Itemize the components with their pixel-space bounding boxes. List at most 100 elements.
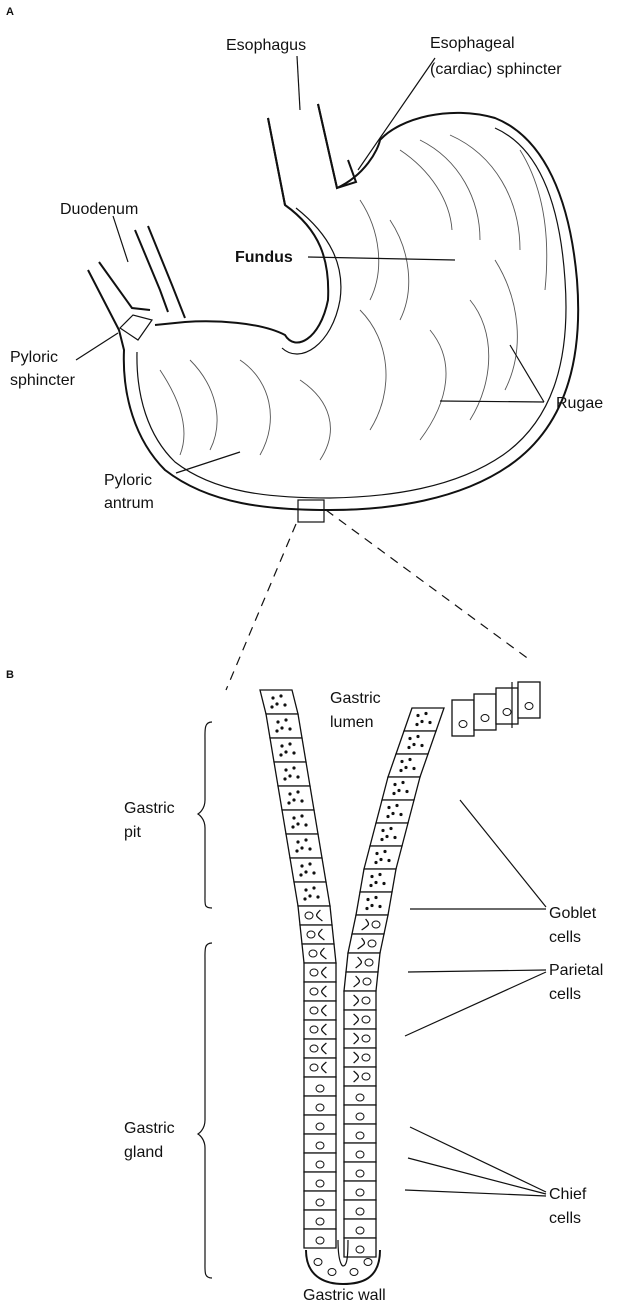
label-parietal-cells-line2: cells: [549, 986, 581, 1003]
mucus-granule: [288, 742, 291, 745]
mucus-granule: [308, 894, 311, 897]
mucus-granule: [405, 790, 408, 793]
mucus-granule: [428, 721, 431, 724]
mucus-granule: [424, 712, 427, 715]
mucus-granule: [296, 822, 299, 825]
mucus-granule: [382, 882, 385, 885]
mucus-granule: [300, 814, 303, 817]
cell-nucleus: [316, 1161, 324, 1168]
gastric-gland-bracket: [198, 943, 212, 1278]
mucus-granule: [291, 825, 294, 828]
label-gastric-gland-line1: Gastric: [124, 1120, 175, 1137]
zoom-dashed-lines: [226, 510, 530, 690]
parietal-cell: [344, 1029, 376, 1048]
mucus-granule: [389, 827, 392, 830]
label-pyloric-antrum-line2: antrum: [104, 495, 154, 512]
parietal-cell: [304, 1020, 336, 1039]
mucus-granule: [296, 775, 299, 778]
mucus-granule: [386, 815, 389, 818]
cell-nucleus: [307, 931, 315, 938]
panel-b-label: B: [6, 669, 14, 681]
mucus-granule: [387, 859, 390, 862]
mucus-granule: [292, 766, 295, 769]
cell-nucleus: [310, 1026, 318, 1033]
mucus-granule: [292, 798, 295, 801]
mucus-granule: [296, 790, 299, 793]
label-pyloric-sphincter-line1: Pyloric: [10, 349, 58, 366]
mucus-granule: [416, 735, 419, 738]
mucus-granule: [385, 835, 388, 838]
stomach-leader-lines: [76, 56, 544, 473]
surface-cell: [496, 688, 518, 724]
label-gastric-lumen-line1: Gastric: [330, 690, 381, 707]
mucus-granule: [280, 726, 283, 729]
parietal-cell: [352, 915, 388, 934]
mucus-granule: [299, 873, 302, 876]
mucus-granule: [288, 774, 291, 777]
cell-nucleus: [305, 912, 313, 919]
cell-nucleus: [362, 1016, 370, 1023]
cell-nucleus: [356, 1170, 364, 1177]
mucus-granule: [415, 723, 418, 726]
goblet-cell: [286, 834, 322, 858]
mucus-granule: [366, 898, 369, 901]
parietal-cell: [300, 925, 334, 944]
mucus-granule: [397, 789, 400, 792]
label-esophageal-sphincter-line1: Esophageal: [430, 35, 515, 52]
mucus-granule: [399, 813, 402, 816]
mucus-granule: [399, 769, 402, 772]
mucus-granule: [365, 907, 368, 910]
mucus-granule: [393, 836, 396, 839]
mucus-granule: [300, 846, 303, 849]
cell-nucleus: [356, 1189, 364, 1196]
cell-nucleus: [356, 1113, 364, 1120]
mucus-granule: [283, 777, 286, 780]
cell-nucleus: [310, 1007, 318, 1014]
gastric-pit-bracket: [198, 722, 212, 908]
mucus-granule: [374, 896, 377, 899]
parietal-cell: [302, 944, 336, 963]
mucus-granule: [275, 702, 278, 705]
mucus-granule: [284, 718, 287, 721]
cell-nucleus: [365, 959, 373, 966]
cell-nucleus: [364, 1259, 372, 1266]
cell-nucleus: [356, 1094, 364, 1101]
label-duodenum: Duodenum: [60, 201, 138, 218]
goblet-cell: [270, 738, 306, 762]
mucus-granule: [383, 850, 386, 853]
mucus-granule: [370, 904, 373, 907]
duodenum-wall: [135, 226, 185, 318]
cell-nucleus: [310, 988, 318, 995]
goblet-cell: [278, 786, 314, 810]
mucus-granule: [280, 744, 283, 747]
mucus-granule: [391, 812, 394, 815]
goblet-cell: [364, 846, 402, 869]
cell-nucleus: [356, 1132, 364, 1139]
parietal-cell: [344, 1067, 376, 1086]
goblet-cell: [274, 762, 310, 786]
mucus-granule: [284, 750, 287, 753]
parietal-cell: [348, 934, 384, 953]
mucus-granule: [374, 881, 377, 884]
cell-nucleus: [362, 997, 370, 1004]
cell-nucleus: [310, 1064, 318, 1071]
goblet-cell: [404, 708, 444, 731]
label-esophageal-sphincter-line2: (cardiac) sphincter: [430, 61, 562, 78]
mucus-granule: [275, 729, 278, 732]
goblet-cell: [294, 882, 330, 906]
cell-nucleus: [316, 1180, 324, 1187]
mucus-granule: [303, 897, 306, 900]
mucus-granule: [412, 743, 415, 746]
mucus-granule: [279, 694, 282, 697]
parietal-cell: [298, 906, 332, 925]
mucus-granule: [401, 781, 404, 784]
cell-nucleus: [372, 921, 380, 928]
mucus-granule: [374, 861, 377, 864]
surface-cell: [474, 694, 496, 730]
goblet-cell: [260, 690, 298, 714]
label-goblet-cells-line1: Goblet: [549, 905, 597, 922]
mucus-granule: [304, 870, 307, 873]
cell-nucleus: [316, 1218, 324, 1225]
parietal-cell: [344, 1048, 376, 1067]
